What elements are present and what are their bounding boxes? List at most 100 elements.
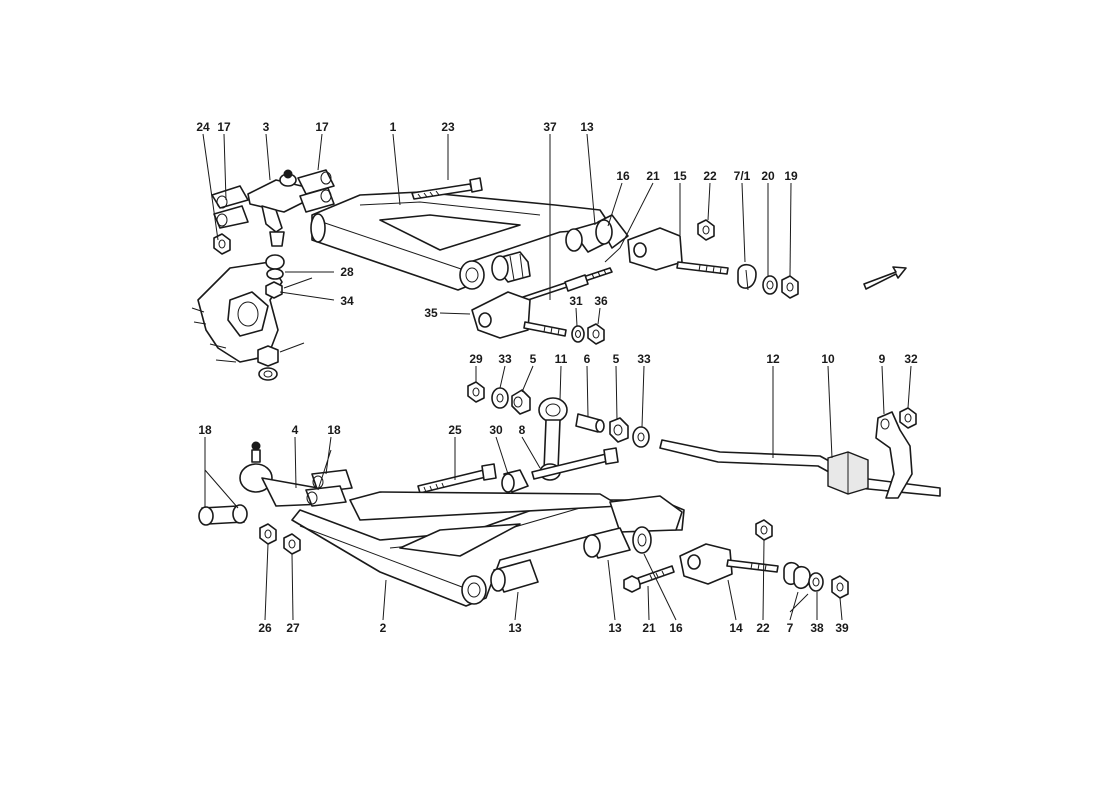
callout-1: 1	[390, 120, 397, 134]
bush-5-right	[609, 417, 629, 443]
steering-knuckle	[191, 254, 285, 363]
callout-labels: 24 17 3 17 1 23 37 13 16 21 15 22 7/1 20…	[196, 120, 918, 635]
direction-arrow-icon	[863, 266, 907, 290]
callout-12: 12	[766, 352, 780, 366]
callout-28: 28	[340, 265, 354, 279]
spacer-17-right	[297, 169, 335, 213]
callout-4: 4	[292, 423, 299, 437]
callout-25: 25	[448, 423, 462, 437]
nut-22-upper	[697, 219, 715, 241]
callout-20: 20	[761, 169, 775, 183]
callout-18-right: 18	[327, 423, 341, 437]
callout-13-upper: 13	[580, 120, 594, 134]
callout-19: 19	[784, 169, 798, 183]
callout-8: 8	[519, 423, 526, 437]
callout-22-upper: 22	[703, 169, 717, 183]
lower-ball-joint-4	[239, 441, 325, 507]
callout-27: 27	[286, 621, 300, 635]
washer-28	[266, 268, 284, 280]
callout-23: 23	[441, 120, 455, 134]
callout-2: 2	[380, 621, 387, 635]
nut-22-lower	[755, 519, 773, 541]
callout-9: 9	[879, 352, 886, 366]
callout-32: 32	[904, 352, 918, 366]
bracket-35	[471, 291, 567, 339]
nut-36	[587, 323, 605, 345]
callout-11: 11	[555, 352, 568, 366]
callout-15: 15	[673, 169, 687, 183]
callout-22-lower: 22	[756, 621, 770, 635]
callout-7: 7	[787, 621, 794, 635]
callout-24: 24	[196, 120, 210, 134]
nut-19	[781, 275, 799, 299]
callout-31: 31	[569, 294, 583, 308]
callout-6: 6	[584, 352, 591, 366]
callout-17-left: 17	[217, 120, 231, 134]
threaded-rod-37	[519, 267, 613, 303]
washer-33-right	[632, 426, 650, 448]
upper-bush-13	[491, 251, 531, 283]
washer-33-left	[491, 387, 509, 409]
bolt-8	[531, 447, 619, 480]
bracket-15	[627, 227, 729, 275]
callout-35: 35	[424, 306, 438, 320]
upper-wishbone-1	[310, 191, 613, 291]
callout-13-lower-right: 13	[608, 621, 622, 635]
callout-36: 36	[594, 294, 608, 308]
washer-31	[571, 325, 585, 343]
callout-38: 38	[810, 621, 824, 635]
callout-21-upper: 21	[646, 169, 660, 183]
callout-30: 30	[489, 423, 503, 437]
callout-34: 34	[340, 294, 354, 308]
callout-13-lower-left: 13	[508, 621, 522, 635]
callout-14: 14	[729, 621, 743, 635]
callout-16-lower: 16	[669, 621, 683, 635]
spacer-18-left	[198, 504, 248, 526]
callout-17-right: 17	[315, 120, 329, 134]
bolt-21-lower	[623, 565, 675, 593]
callout-16-upper: 16	[616, 169, 630, 183]
spacer-6	[575, 413, 605, 433]
nut-39	[831, 575, 849, 599]
bolt-23	[411, 177, 483, 200]
lower-bush-13-right	[583, 527, 631, 559]
callout-3: 3	[263, 120, 270, 134]
bolt-25	[417, 463, 497, 494]
shim-7-1	[737, 263, 757, 291]
bush-30	[501, 469, 529, 493]
callout-33-right: 33	[637, 352, 651, 366]
lower-wishbone-2	[291, 491, 685, 607]
callout-29: 29	[469, 352, 483, 366]
clamp-9	[875, 411, 913, 499]
spacer-18-right	[305, 469, 353, 507]
lower-bush-13-left	[490, 559, 539, 593]
callout-21-lower: 21	[642, 621, 656, 635]
callout-33-left: 33	[498, 352, 512, 366]
callout-10: 10	[821, 352, 835, 366]
upper-ball-joint-3	[247, 169, 313, 247]
nut-32	[899, 407, 917, 429]
bush-5-left	[511, 389, 531, 415]
callout-26: 26	[258, 621, 272, 635]
washer-38	[808, 572, 824, 592]
washer-20	[762, 275, 778, 295]
callout-18-left: 18	[198, 423, 212, 437]
washer-16-lower	[632, 526, 652, 554]
castle-nut-34	[265, 277, 313, 299]
leader-lines	[202, 133, 912, 621]
nut-26	[259, 523, 277, 545]
spacer-17-left	[211, 185, 249, 229]
callout-37: 37	[543, 120, 557, 134]
nut-24	[213, 233, 231, 255]
callout-39: 39	[835, 621, 849, 635]
callout-5-right: 5	[613, 352, 620, 366]
rubber-mount-10	[827, 451, 869, 495]
bracket-14	[679, 543, 779, 585]
nut-27	[283, 533, 301, 555]
callout-7-1: 7/1	[734, 169, 751, 183]
shims-7	[783, 561, 811, 589]
nut-29	[467, 381, 485, 403]
callout-5-left: 5	[530, 352, 537, 366]
lower-castle-nut	[257, 342, 305, 381]
